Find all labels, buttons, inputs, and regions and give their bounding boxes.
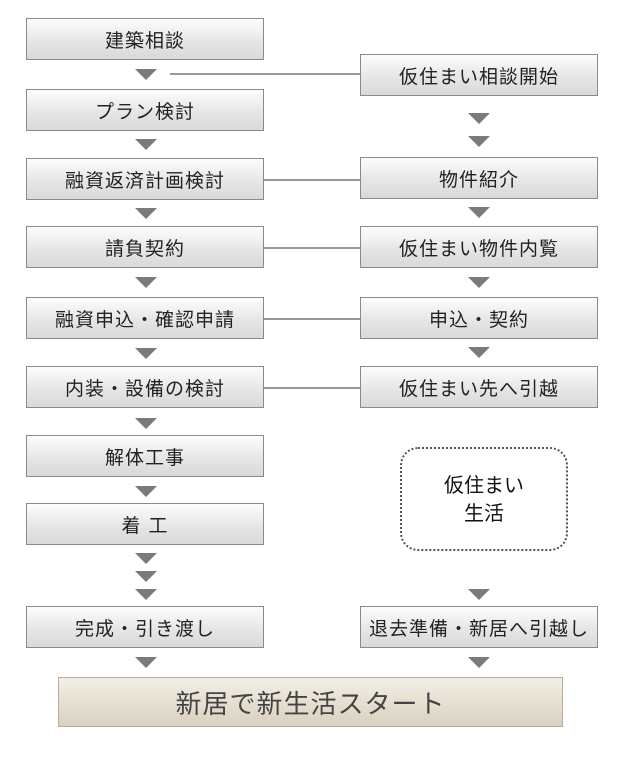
down-arrow-icon <box>135 589 157 600</box>
down-arrow-icon <box>468 113 490 124</box>
connector-line <box>264 179 360 181</box>
down-arrow-icon <box>135 69 157 80</box>
down-arrow-icon <box>135 657 157 668</box>
down-arrow-icon <box>135 553 157 564</box>
connector-line <box>170 73 360 75</box>
down-arrow-icon <box>135 139 157 150</box>
final-step-new-life: 新居で新生活スタート <box>58 677 563 727</box>
down-arrow-icon <box>468 136 490 147</box>
step-temp-consultation: 仮住まい相談開始 <box>360 54 598 96</box>
temp-living-line2: 生活 <box>464 501 504 525</box>
down-arrow-icon <box>468 207 490 218</box>
down-arrow-icon <box>468 277 490 288</box>
step-construction: 着 工 <box>26 503 264 545</box>
connector-line <box>264 318 360 320</box>
down-arrow-icon <box>135 418 157 429</box>
down-arrow-icon <box>135 486 157 497</box>
step-loan-application: 融資申込・確認申請 <box>26 297 264 339</box>
step-contract: 請負契約 <box>26 226 264 268</box>
step-building-consultation: 建築相談 <box>26 18 264 60</box>
step-apply-contract: 申込・契約 <box>360 297 598 339</box>
connector-line <box>264 247 360 249</box>
down-arrow-icon <box>135 277 157 288</box>
down-arrow-icon <box>468 589 490 600</box>
temp-living-box: 仮住まい 生活 <box>400 447 568 551</box>
step-handover: 完成・引き渡し <box>26 606 264 648</box>
down-arrow-icon <box>468 657 490 668</box>
down-arrow-icon <box>135 208 157 219</box>
step-move-to-new-home: 退去準備・新居へ引越し <box>360 606 598 648</box>
down-arrow-icon <box>135 571 157 582</box>
down-arrow-icon <box>135 348 157 359</box>
step-interior-review: 内装・設備の検討 <box>26 366 264 408</box>
step-demolition: 解体工事 <box>26 435 264 477</box>
step-loan-plan: 融資返済計画検討 <box>26 158 264 200</box>
down-arrow-icon <box>468 347 490 358</box>
step-move-to-temp: 仮住まい先へ引越 <box>360 366 598 408</box>
temp-living-line1: 仮住まい <box>444 473 524 497</box>
step-property-viewing: 仮住まい物件内覧 <box>360 226 598 268</box>
step-plan-review: プラン検討 <box>26 89 264 131</box>
connector-line <box>264 387 360 389</box>
step-property-intro: 物件紹介 <box>360 157 598 199</box>
